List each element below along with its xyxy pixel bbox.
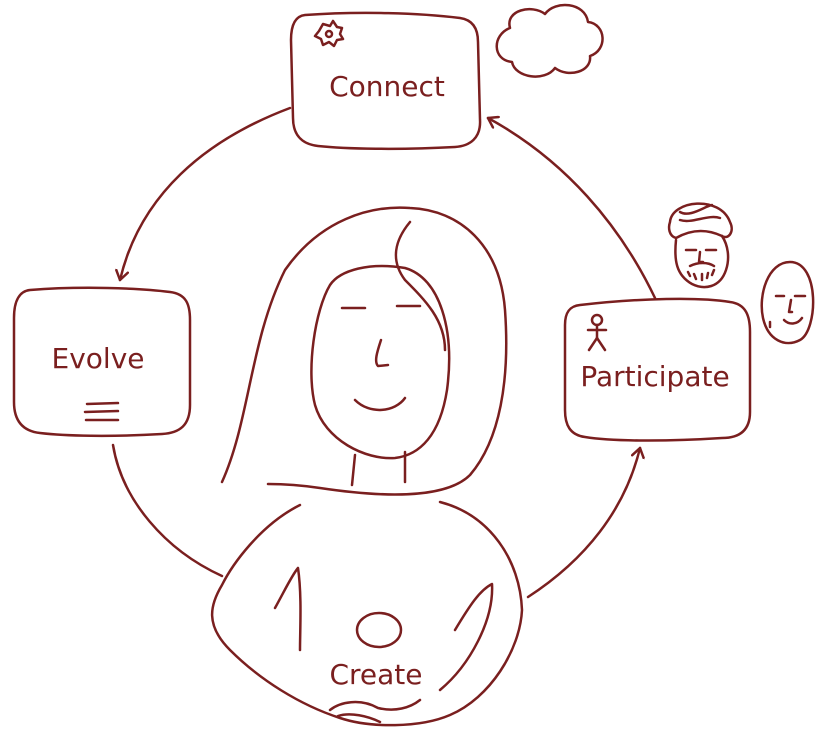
arc-create-to-participate [526, 446, 640, 599]
arm-right [438, 582, 494, 692]
arc-connect-to-evolve [120, 106, 292, 282]
connect-label: Connect [329, 70, 445, 103]
participate-box [563, 297, 752, 442]
menu-lines-icon [83, 401, 120, 422]
create-label: Create [329, 658, 422, 691]
woman-illustration [210, 206, 524, 727]
evolve-label: Evolve [52, 342, 145, 375]
neck-left [350, 453, 357, 487]
belly-circle [355, 611, 403, 649]
arm-left [273, 566, 302, 652]
body-outline [210, 500, 524, 727]
cloud-icon [495, 3, 604, 78]
turbaned-face-icon [667, 202, 733, 289]
hands [328, 698, 422, 724]
nose [374, 338, 390, 368]
hair-swoop [394, 220, 447, 352]
smiling-face-icon [760, 260, 815, 345]
face-outline [310, 264, 451, 460]
participate-label: Participate [580, 360, 729, 393]
arc-participate-to-connect [486, 118, 657, 300]
person-icon [586, 313, 608, 352]
evolve-box [12, 286, 192, 438]
mouth [353, 396, 407, 412]
hair [220, 206, 508, 496]
arc-evolve-to-create [111, 443, 224, 578]
gear-icon [313, 19, 345, 48]
connect-box [289, 11, 482, 151]
